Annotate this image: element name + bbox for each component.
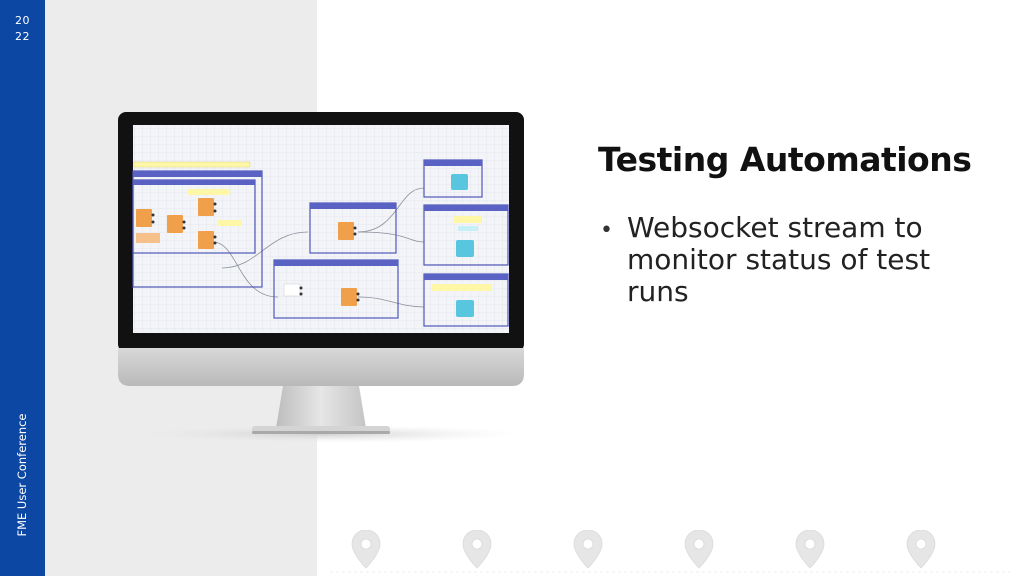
map-pin-icon (795, 529, 825, 569)
map-pin-icon (462, 529, 492, 569)
year-top: 20 (15, 14, 30, 27)
bullet-text: Websocket stream to monitor status of te… (627, 211, 931, 308)
conference-label: FME User Conference (15, 413, 29, 537)
year-bottom: 22 (15, 30, 30, 43)
bullet-marker: • (600, 218, 613, 243)
map-pin-icon (906, 529, 936, 569)
monitor-icon (118, 112, 524, 443)
monitor-illustration (118, 112, 524, 443)
map-pin-icon (351, 529, 381, 569)
map-pin-row (330, 529, 1010, 576)
sidebar: 20 22 FME User Conference (0, 0, 45, 576)
map-pin-icon (684, 529, 714, 569)
slide-title: Testing Automations (598, 140, 972, 179)
map-pin-icon (573, 529, 603, 569)
